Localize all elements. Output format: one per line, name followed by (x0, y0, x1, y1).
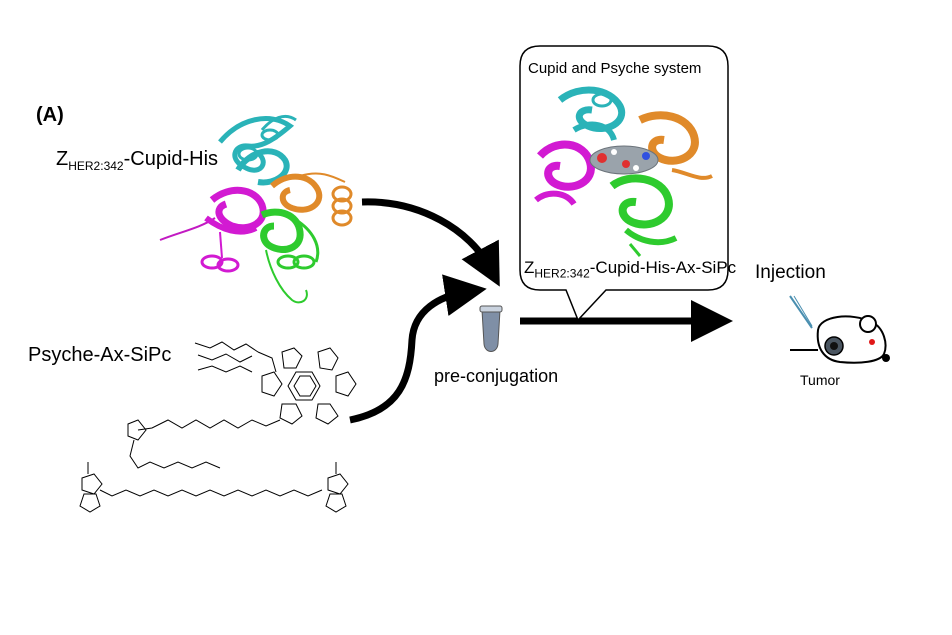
tumor-label: Tumor (800, 372, 840, 388)
cupid-protein-structure (159, 114, 353, 304)
complex-name: ZHER2:342-Cupid-His-Ax-SiPc (524, 258, 736, 280)
syringe-icon (789, 295, 813, 329)
protein-name-suffix: -Cupid-His (123, 148, 219, 170)
ligand-name: Psyche-Ax-SiPc (28, 344, 172, 366)
mouse-icon (790, 315, 890, 364)
protein-name-prefix: Z (56, 148, 69, 170)
complex-name-subscript: HER2:342 (534, 266, 590, 281)
arrow-protein-to-tube (361, 198, 500, 287)
cupid-psyche-complex-structure (534, 86, 713, 257)
callout-title: Cupid and Psyche system (528, 60, 702, 77)
tube-icon (479, 305, 503, 352)
panel-label: (A) (36, 104, 64, 126)
complex-name-prefix: Z (524, 258, 535, 277)
psyche-chemical-structure (79, 341, 357, 513)
protein-name: ZHER2:342-Cupid-His (56, 148, 218, 173)
protein-name-subscript: HER2:342 (68, 159, 124, 173)
complex-name-suffix: -Cupid-His-Ax-SiPc (589, 258, 737, 277)
tube-label: pre-conjugation (434, 366, 559, 386)
arrow-ligand-to-tube (349, 274, 487, 424)
injection-label: Injection (755, 262, 826, 283)
